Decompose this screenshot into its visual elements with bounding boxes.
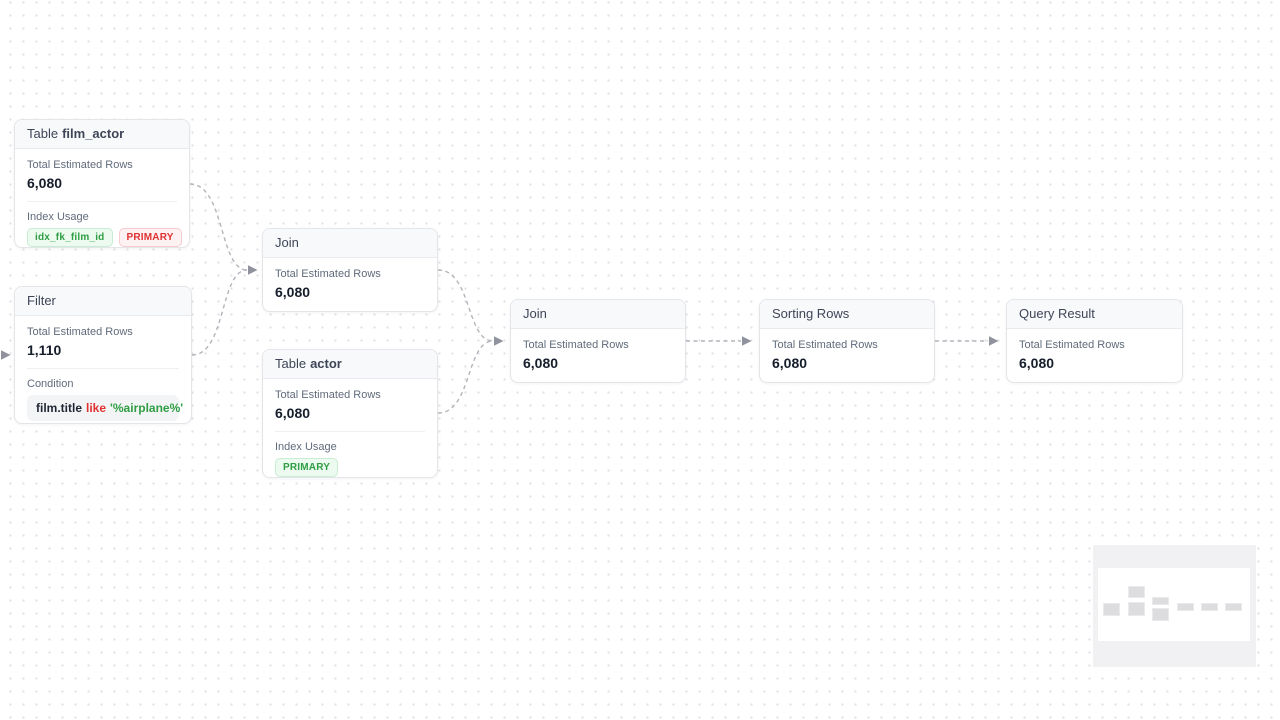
node-title: Query Result [1019,306,1095,321]
node-title: Join [275,235,299,250]
node-body: Total Estimated Rows 6,080 [263,258,437,311]
rows-label: Total Estimated Rows [275,389,381,401]
minimap-viewport[interactable] [1098,568,1250,641]
node-body: Total Estimated Rows 6,080 Index Usage P… [263,379,437,477]
minimap-node-table-actor [1152,608,1169,621]
rows-value: 6,080 [275,405,311,421]
node-body: Total Estimated Rows 6,080 [1007,329,1182,382]
index-badge: PRIMARY [118,228,182,247]
arrowhead-into-join1 [248,265,258,275]
rows-value: 6,080 [275,284,311,300]
node-header: Filter [15,287,191,316]
divider [27,201,177,202]
rows-label: Total Estimated Rows [1019,339,1125,351]
index-usage-label: Index Usage [27,211,89,223]
badge-row: PRIMARY [275,457,425,477]
node-header: Query Result [1007,300,1182,329]
node-join-2[interactable]: Join Total Estimated Rows 6,080 [510,299,686,383]
node-title: Filter [27,293,56,308]
minimap-node-join-2 [1177,603,1194,611]
rows-label: Total Estimated Rows [275,268,381,280]
minimap[interactable] [1093,545,1256,667]
divider [275,431,425,432]
arrowhead-into-filter [1,350,11,360]
node-body: Total Estimated Rows 1,110 Condition fil… [15,316,191,423]
rows-value: 1,110 [27,342,62,358]
arrowhead-into-result [989,336,999,346]
edge-actor-to-join2 [437,340,494,414]
node-body: Total Estimated Rows 6,080 Index Usage i… [15,149,189,247]
minimap-node-offscreen-table [1103,603,1120,616]
minimap-node-query-result [1225,603,1242,611]
index-badge: idx_fk_film_id [27,228,113,247]
rows-label: Total Estimated Rows [772,339,878,351]
node-header: Join [511,300,685,329]
node-query-result[interactable]: Query Result Total Estimated Rows 6,080 [1006,299,1183,383]
index-usage-label: Index Usage [275,441,337,453]
arrowhead-into-sorting [742,336,752,346]
node-body: Total Estimated Rows 6,080 [511,329,685,382]
rows-label: Total Estimated Rows [523,339,629,351]
condition-operator: like [86,401,107,415]
rows-value: 6,080 [1019,355,1055,371]
index-badge: PRIMARY [275,458,339,477]
node-header: Sorting Rows [760,300,934,329]
rows-label: Total Estimated Rows [27,159,133,171]
minimap-node-filter [1128,602,1145,616]
node-body: Total Estimated Rows 6,080 [760,329,934,382]
badge-row: idx_fk_film_id PRIMARY [27,227,182,247]
condition-column: film.title [36,401,83,415]
node-title: Table [27,126,59,141]
node-filter[interactable]: Filter Total Estimated Rows 1,110 Condit… [14,286,192,424]
edge-filter-to-join1 [191,269,248,356]
minimap-node-table-film-actor [1128,586,1145,598]
node-title: Join [523,306,547,321]
rows-value: 6,080 [772,355,808,371]
divider [27,368,179,369]
rows-label: Total Estimated Rows [27,326,133,338]
node-title-table-name: actor [310,356,342,371]
arrowhead-into-join2 [494,336,504,346]
condition-label: Condition [27,378,74,390]
edge-join1-to-join2 [437,269,494,342]
minimap-node-sorting-rows [1201,603,1218,611]
node-title: Table [275,356,307,371]
rows-value: 6,080 [27,175,63,191]
node-sorting-rows[interactable]: Sorting Rows Total Estimated Rows 6,080 [759,299,935,383]
node-join-1[interactable]: Join Total Estimated Rows 6,080 [262,228,438,312]
node-title: Sorting Rows [772,306,850,321]
minimap-node-join-1 [1152,597,1169,605]
edge-film-actor-to-join1 [189,183,248,271]
node-header: Join [263,229,437,258]
node-title-table-name: film_actor [62,126,125,141]
condition-value: '%airplane%' [110,401,184,415]
rows-value: 6,080 [523,355,559,371]
